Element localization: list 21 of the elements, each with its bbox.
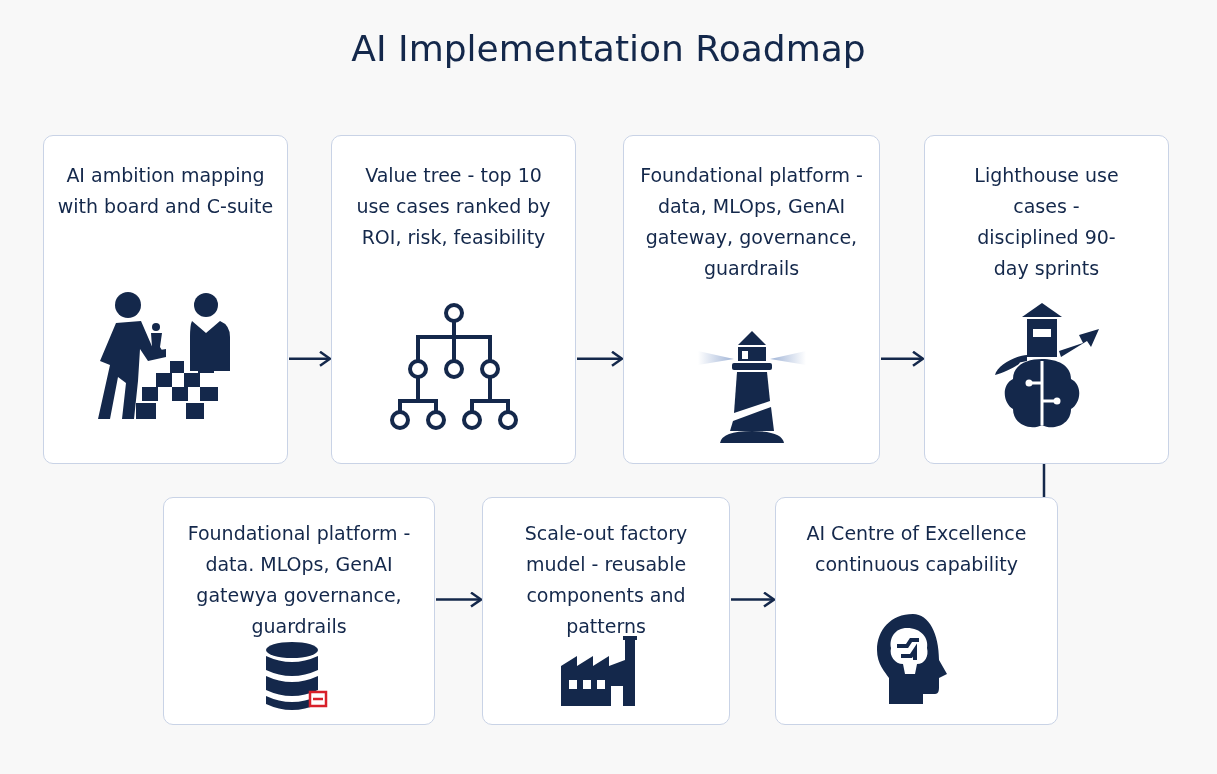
step-text: AI ambition mapping with board and C-suite: [56, 163, 275, 219]
arrow: [731, 591, 776, 608]
step-text: Foundational platform - data. MLOps, GenAI gatewya governance, guardrails: [186, 521, 412, 639]
step-text: AI Centre of Excellence continuous capability: [805, 521, 1028, 577]
arrow: [881, 350, 925, 367]
step-card: [482, 497, 730, 725]
step-card: [43, 135, 288, 464]
connector-line: [1042, 464, 1046, 497]
step-card: [623, 135, 880, 464]
arrow: [289, 350, 332, 367]
step-card: [331, 135, 576, 464]
step-text: Lighthouse use cases - disciplined 90-day sprints: [973, 163, 1120, 281]
step-text: Foundational platform - data, MLOps, GenAI gateway, governance, guardrails: [639, 163, 864, 281]
arrow: [577, 350, 624, 367]
step-card: [924, 135, 1169, 464]
step-card: [163, 497, 435, 725]
diagram-title: AI Implementation Roadmap: [351, 28, 866, 69]
step-text: Scale-out factory mudel - reusable components and patterns: [523, 521, 689, 639]
step-card: [775, 497, 1058, 725]
arrow: [436, 591, 483, 608]
step-text: Value tree - top 10 use cases ranked by ROI, risk, feasibility: [355, 163, 552, 250]
